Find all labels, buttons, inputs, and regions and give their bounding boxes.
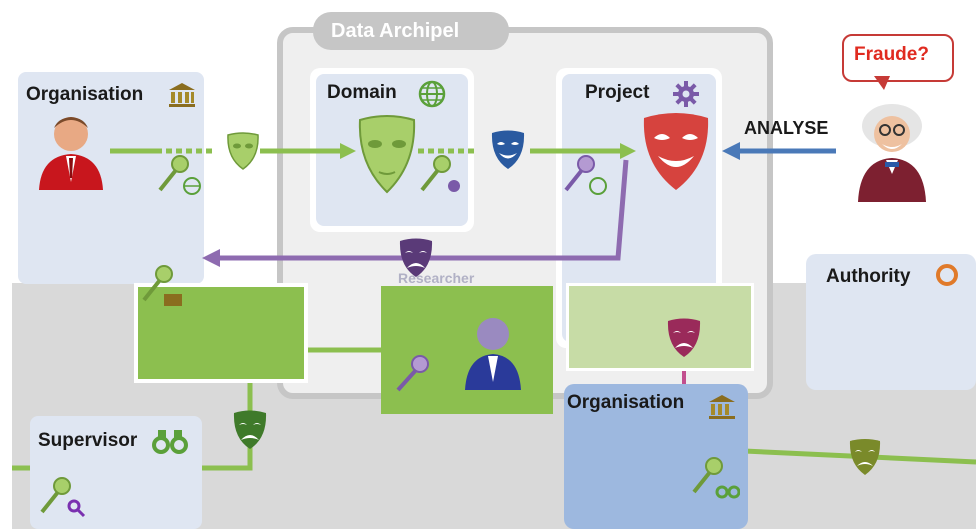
organisation-label-bottom: Organisation <box>567 392 685 413</box>
green-tragedy-mask-icon <box>233 410 267 449</box>
olive-tragedy-mask-icon <box>849 439 881 475</box>
organisation-panel-lower <box>134 283 308 383</box>
authority-label: Authority <box>826 266 911 287</box>
green-mask-icon-large <box>358 115 416 194</box>
key-globe-icon-project <box>564 155 607 195</box>
globe-icon <box>418 80 446 108</box>
project-label: Project <box>585 82 650 103</box>
bank-icon <box>169 83 195 107</box>
researcher-label: Researcher <box>398 270 475 286</box>
analyse-label: ANALYSE <box>744 118 829 138</box>
purple-tragedy-mask-icon <box>399 238 433 277</box>
fraud-bubble-tail <box>874 76 890 90</box>
organisation-panel-bottom <box>564 384 748 529</box>
organisation-label-top: Organisation <box>26 84 144 105</box>
key-globe-icon-org <box>158 155 201 195</box>
data-archipel-title: Data Archipel <box>331 20 460 42</box>
person-icon-blue <box>465 318 521 390</box>
gear-icon <box>673 81 699 107</box>
researcher-panel <box>381 286 553 414</box>
purple-tragedy-mask-icon-2 <box>667 318 701 357</box>
bank-icon-bottom <box>709 395 735 419</box>
red-comedy-mask-icon <box>643 113 709 190</box>
person-icon-red <box>39 117 103 190</box>
supervisor-label: Supervisor <box>38 430 138 451</box>
key-icon-researcher <box>396 355 429 392</box>
binoculars-icon <box>152 430 188 454</box>
authority-panel <box>806 254 976 390</box>
magnifier-icon <box>936 264 958 286</box>
key-binoculars-icon <box>692 457 740 499</box>
scientist-icon <box>858 104 926 202</box>
key-bank-icon <box>142 265 182 306</box>
fraud-bubble-text: Fraude? <box>854 44 929 65</box>
project-panel-lower <box>566 283 754 371</box>
blue-comedy-mask-icon <box>491 130 525 169</box>
supervisor-panel <box>30 416 202 529</box>
key-search-icon <box>40 477 86 518</box>
fraud-speech-bubble <box>842 34 954 82</box>
data-archipel-title-tab <box>313 12 509 50</box>
key-gear-icon-domain <box>420 155 460 192</box>
green-mask-icon-small <box>227 132 259 170</box>
domain-label: Domain <box>327 82 397 103</box>
